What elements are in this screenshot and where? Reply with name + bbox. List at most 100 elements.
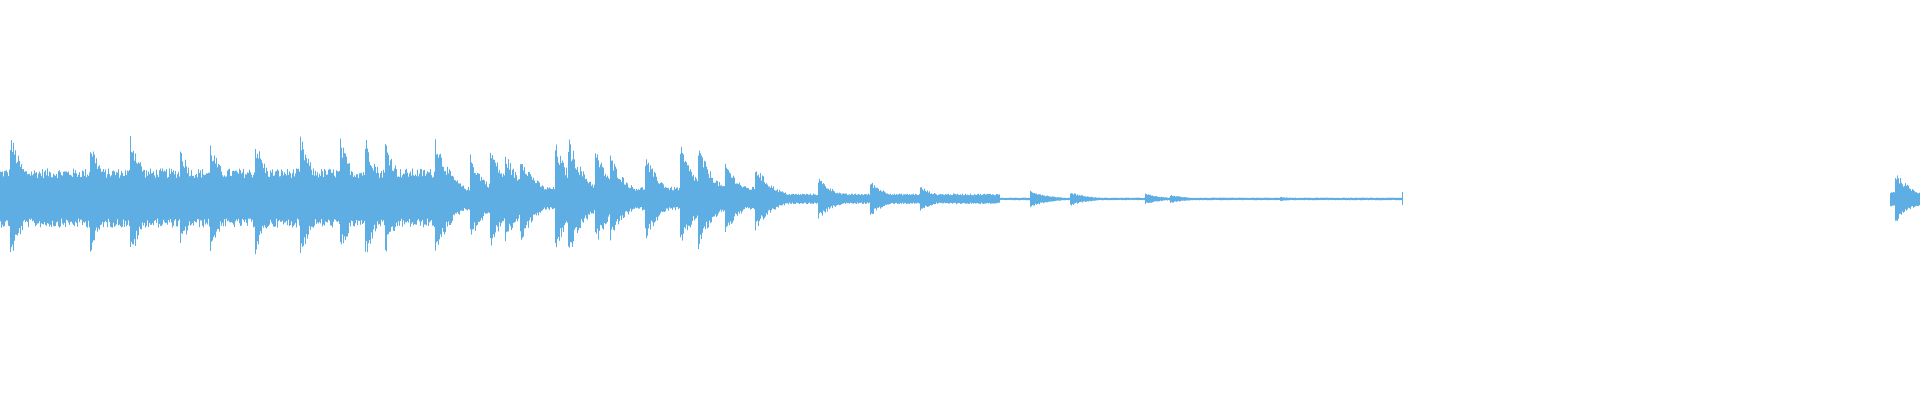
waveform-sample: [608, 177, 609, 217]
waveform-sample: [1242, 197, 1243, 201]
waveform-sample: [807, 193, 808, 205]
waveform-sample: [1249, 197, 1250, 200]
waveform-sample: [662, 183, 663, 212]
waveform-sample: [803, 194, 804, 204]
waveform-sample: [477, 172, 478, 225]
waveform-sample: [691, 171, 692, 225]
waveform-sample: [1057, 196, 1058, 201]
waveform-sample: [533, 177, 534, 215]
waveform-sample: [636, 188, 637, 209]
waveform-sample: [1382, 197, 1383, 201]
waveform-sample: [1386, 197, 1387, 201]
waveform-sample: [933, 193, 934, 205]
waveform-sample: [433, 176, 434, 226]
waveform-sample: [1030, 190, 1031, 207]
waveform-sample: [483, 179, 484, 216]
waveform-sample: [956, 194, 957, 205]
waveform-sample: [726, 167, 727, 227]
waveform-sample: [950, 194, 951, 203]
waveform-sample: [1282, 197, 1283, 201]
waveform-sample: [24, 171, 25, 220]
waveform-sample: [284, 172, 285, 223]
waveform-sample: [417, 169, 418, 221]
waveform-sample: [988, 194, 989, 204]
waveform-sample: [1111, 197, 1112, 201]
waveform-sample: [914, 195, 915, 204]
waveform-sample: [1142, 198, 1143, 201]
waveform-sample: [972, 194, 973, 203]
waveform-sample: [106, 177, 107, 223]
waveform-sample: [510, 162, 511, 227]
waveform-sample: [1029, 197, 1030, 201]
waveform-sample: [26, 171, 27, 221]
waveform-sample: [1901, 182, 1902, 215]
waveform-sample: [1171, 194, 1172, 203]
waveform-sample: [146, 170, 147, 226]
waveform-sample: [81, 176, 82, 220]
waveform-sample: [92, 156, 93, 243]
waveform-sample: [1327, 197, 1328, 200]
waveform-sample: [749, 189, 750, 208]
waveform-sample: [176, 177, 177, 227]
waveform-sample: [606, 177, 607, 224]
waveform-sample: [1376, 197, 1377, 201]
waveform-sample: [469, 190, 470, 210]
waveform-sample: [1035, 193, 1036, 204]
waveform-sample: [1203, 197, 1204, 200]
waveform-sample: [399, 176, 400, 226]
waveform-sample: [1295, 197, 1296, 201]
waveform-sample: [1193, 197, 1194, 201]
waveform-sample: [865, 194, 866, 205]
waveform-sample: [1191, 197, 1192, 201]
waveform-sample: [1892, 192, 1893, 206]
waveform-sample: [1170, 195, 1171, 203]
waveform-sample: [863, 195, 864, 204]
waveform-sample: [473, 167, 474, 230]
waveform-sample: [1176, 196, 1177, 202]
waveform-sample: [937, 195, 938, 204]
waveform-sample: [1065, 197, 1066, 201]
waveform-sample: [98, 166, 99, 229]
waveform-sample: [761, 180, 762, 216]
waveform-sample: [826, 188, 827, 209]
waveform-sample: [241, 173, 242, 226]
waveform-sample: [236, 170, 237, 220]
waveform-sample: [532, 179, 533, 221]
waveform-sample: [493, 159, 494, 235]
waveform-sample: [1093, 197, 1094, 201]
waveform-sample: [1359, 197, 1360, 200]
waveform-sample: [514, 177, 515, 223]
waveform-sample: [232, 171, 233, 223]
waveform-sample: [910, 194, 911, 204]
waveform-sample: [1038, 194, 1039, 204]
waveform-sample: [1019, 197, 1020, 201]
waveform-sample: [163, 171, 164, 220]
waveform-sample: [634, 188, 635, 209]
waveform-sample: [922, 189, 923, 209]
waveform-sample: [644, 189, 645, 210]
waveform-sample: [1910, 188, 1911, 210]
waveform-sample: [558, 162, 559, 237]
waveform-sample: [728, 170, 729, 223]
waveform-sample: [467, 189, 468, 211]
waveform-sample: [435, 139, 436, 251]
waveform-sample: [326, 174, 327, 223]
waveform-sample: [1300, 197, 1301, 200]
waveform-sample: [1174, 195, 1175, 202]
waveform-sample: [1317, 197, 1318, 201]
waveform-sample: [384, 172, 385, 226]
waveform-sample: [528, 171, 529, 228]
waveform-sample: [398, 176, 399, 222]
waveform-sample: [1268, 197, 1269, 200]
waveform-sample: [407, 172, 408, 222]
waveform-sample: [89, 172, 90, 228]
waveform-sample: [731, 177, 732, 224]
waveform-sample: [983, 194, 984, 204]
waveform-sample: [535, 183, 536, 214]
waveform-sample: [1333, 197, 1334, 201]
waveform-sample: [1893, 191, 1894, 206]
waveform-sample: [172, 171, 173, 228]
waveform-sample: [553, 186, 554, 209]
waveform-sample: [40, 173, 41, 228]
